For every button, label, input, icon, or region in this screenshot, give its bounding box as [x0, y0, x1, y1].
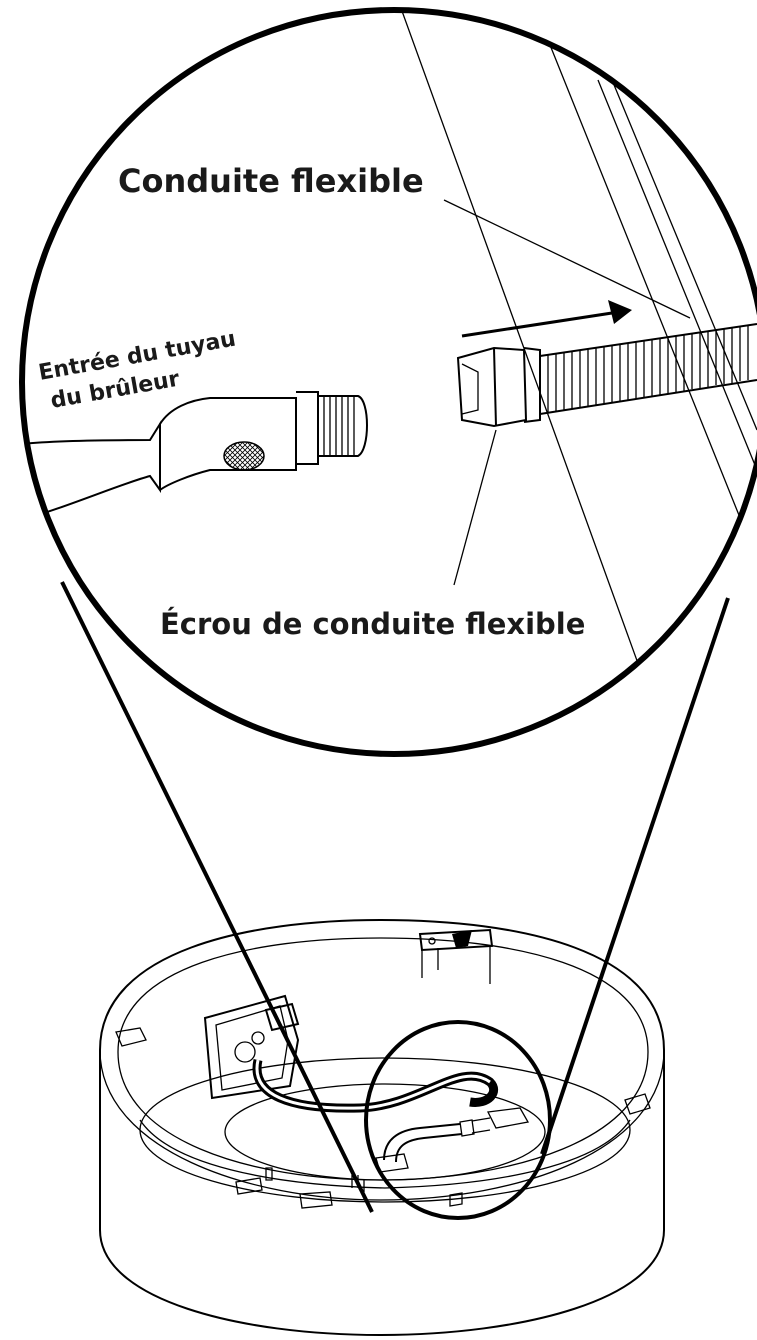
rim-bracket: [235, 1177, 263, 1195]
enclosure-rim-inner: [117, 937, 649, 1181]
burner-pipe-inlet: [22, 391, 368, 521]
fire-pit-enclosure: [99, 918, 665, 1337]
ignition-control-box: [203, 994, 300, 1100]
zoom-source-circle: [364, 1020, 552, 1220]
rim-bracket: [115, 1027, 147, 1047]
magnifier-circle: [19, 7, 757, 757]
callout-connector-left: [60, 581, 374, 1213]
label-flex-line: Conduite flexible: [118, 162, 424, 200]
magnified-view: [19, 7, 757, 757]
burner-pipe: [383, 1123, 461, 1161]
rim-bracket: [624, 1093, 651, 1115]
switch-bracket: [418, 928, 494, 984]
arrow-right-icon: [461, 300, 632, 338]
flex-line: [539, 323, 757, 415]
callout-connector-right: [540, 597, 730, 1155]
flex-line-nut: [456, 346, 541, 428]
leader-flex-nut: [453, 429, 497, 586]
label-flex-nut: Écrou de conduite flexible: [160, 607, 585, 641]
enclosure-outer-wall: [99, 918, 665, 1337]
rim-bracket: [299, 1191, 333, 1209]
leader-flex-line: [443, 199, 691, 319]
